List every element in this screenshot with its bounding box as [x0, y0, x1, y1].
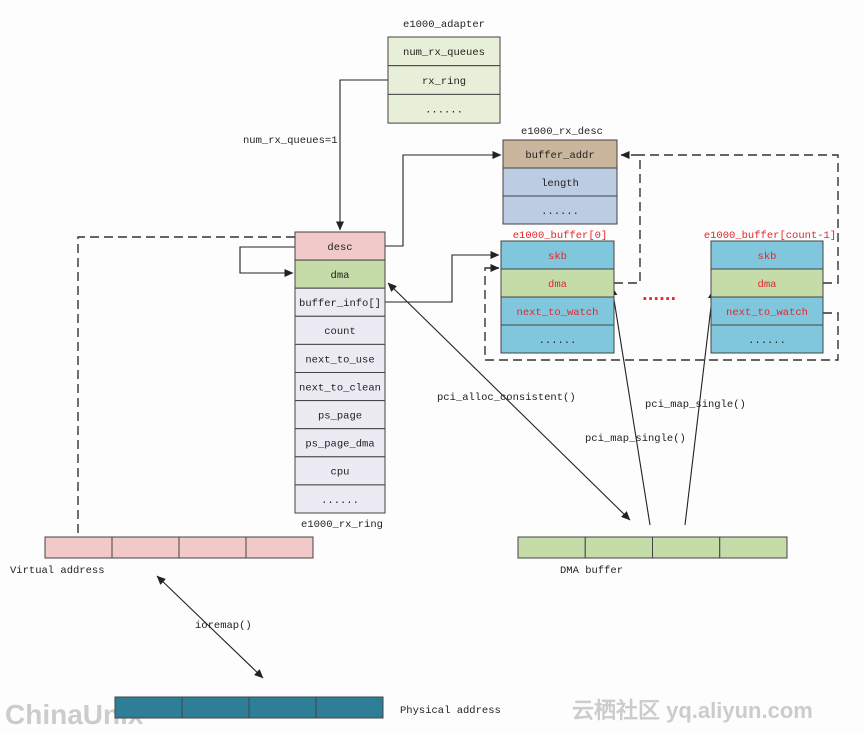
dashed-link-buffer0-dma-to-buffer-addr — [614, 150, 641, 284]
label-pci-map-single-first: pci_map_single() — [585, 433, 686, 445]
arrow-desc-to-buffer-addr — [385, 150, 502, 247]
e1000-rx-ring-row-count — [294, 315, 386, 345]
e1000-buffer-first-field-skb: skb — [548, 251, 567, 263]
e1000-rx-ring-field-dma: dma — [331, 270, 350, 282]
physical-address-bar-cell — [114, 696, 183, 719]
e1000-buffer-last-field-more: ...... — [748, 335, 786, 347]
e1000-rx-ring-row-cpu — [294, 456, 386, 486]
e1000-buffer-last-row-dma — [710, 268, 824, 298]
e1000-rx-ring-field-count: count — [324, 326, 356, 338]
e1000-rx-desc-row-buffer-addr — [502, 139, 618, 169]
e1000-buffer-first-row-more — [500, 324, 615, 354]
physical-address-bar-cell — [315, 696, 384, 719]
e1000-rx-ring-row-more — [294, 484, 386, 514]
arrow-rx-ring-to-desc — [335, 79, 388, 231]
virtual-address-bar-cell — [178, 536, 247, 559]
dma-buffer-bar-cell — [719, 536, 788, 559]
e1000-rx-ring: e1000_rx_ring desc dma buffer_info[]count ne… — [294, 231, 386, 531]
arrow-pci-map-single-first — [609, 286, 651, 526]
e1000-buffer-first-row-skb — [500, 240, 615, 270]
e1000-buffer-first-field-dma: dma — [548, 279, 567, 291]
e1000-rx-desc-title: e1000_rx_desc — [521, 126, 603, 138]
label-pci-alloc-consistent: pci_alloc_consistent() — [437, 392, 576, 404]
virtual-address-bar-label: Virtual address — [10, 565, 105, 577]
physical-address-bar-cell — [248, 696, 317, 719]
e1000-buffer-last-row-more — [710, 324, 824, 354]
dma-buffer-bar-cell — [517, 536, 586, 559]
e1000-adapter-row-rx-ring — [387, 65, 501, 95]
e1000-rx-desc: e1000_rx_desc buffer_addrlength...... — [502, 126, 618, 225]
e1000-buffer-first: e1000_buffer[0]skb dma next_to_watch...... — [500, 230, 615, 354]
virtual-address-bar-cell — [44, 536, 113, 559]
physical-address-bar-label: Physical address — [400, 705, 501, 717]
e1000-buffer-last-field-next-to-watch: next_to_watch — [726, 307, 808, 319]
arrow-ioremap — [156, 575, 264, 679]
e1000-buffer-last: e1000_buffer[count-1]skb dma next_to_watch… — [704, 230, 836, 354]
virtual-address-bar-cell — [245, 536, 314, 559]
e1000-rx-ring-row-ps-page-dma — [294, 428, 386, 458]
arrow-buffer-info-to-skb — [385, 250, 500, 303]
dashed-link-bufferlast-dma-to-buffer-addr — [640, 154, 839, 284]
e1000-buffer-last-field-dma: dma — [758, 279, 777, 291]
label-pci-map-single-last: pci_map_single() — [645, 399, 746, 411]
dashed-link-desc-to-virtual — [77, 236, 295, 537]
e1000-rx-ring-field-desc: desc — [327, 242, 352, 254]
e1000-buffer-first-field-next-to-watch: next_to_watch — [517, 307, 599, 319]
e1000-rx-ring-row-dma — [294, 259, 386, 289]
e1000-buffer-first-row-next-to-watch — [500, 296, 615, 326]
e1000-adapter: e1000_adapter num_rx_queues rx_ring...... — [387, 19, 501, 124]
e1000-adapter-row-num-rx-queues — [387, 36, 501, 67]
e1000-rx-ring-field-more: ...... — [321, 495, 359, 507]
ellipsis-between-buffers: ...... — [642, 286, 676, 304]
e1000-buffer-last-title: e1000_buffer[count-1] — [704, 230, 836, 242]
e1000-rx-ring-field-cpu: cpu — [331, 467, 350, 479]
physical-address-bar-cell — [181, 696, 250, 719]
e1000-rx-ring-field-ps-page: ps_page — [318, 410, 362, 422]
label-num-rx-queues: num_rx_queues=1 — [243, 135, 338, 147]
dma-buffer-bar-cell — [652, 536, 721, 559]
e1000-rx-ring-row-buffer-info — [294, 287, 386, 317]
dma-buffer-bar-cell — [584, 536, 653, 559]
e1000-adapter-row-more — [387, 93, 501, 124]
e1000-buffer-last-field-skb: skb — [758, 251, 777, 263]
e1000-rx-desc-field-more: ...... — [541, 206, 579, 218]
e1000-rx-desc-field-length: length — [541, 178, 579, 190]
e1000-rx-ring-field-ps-page-dma: ps_page_dma — [305, 439, 374, 451]
arrow-pci-alloc-consistent — [387, 282, 631, 521]
dashed-buffer-array-outline — [484, 263, 839, 361]
virtual-address-bar-cell — [111, 536, 180, 559]
e1000-rx-ring-field-buffer-info: buffer_info[] — [299, 298, 381, 310]
e1000-buffer-first-title: e1000_buffer[0] — [513, 230, 608, 242]
e1000-rx-desc-field-buffer-addr: buffer_addr — [525, 150, 594, 162]
e1000-rx-desc-row-more — [502, 195, 618, 225]
e1000-rx-ring-field-next-to-clean: next_to_clean — [299, 382, 381, 394]
e1000-buffer-last-row-skb — [710, 240, 824, 270]
virtual-address-bar: Virtual address — [10, 536, 314, 577]
e1000-rx-ring-row-next-to-clean — [294, 372, 386, 402]
e1000-rx-ring-field-next-to-use: next_to_use — [305, 354, 374, 366]
e1000-adapter-field-num-rx-queues: num_rx_queues — [403, 47, 485, 59]
struct-boxes: e1000_adapternum_rx_queuesrx_ring......e… — [294, 19, 836, 531]
arrow-pci-map-single-last — [684, 289, 717, 526]
label-ioremap: ioremap() — [195, 620, 252, 632]
e1000-adapter-field-more: ...... — [425, 105, 463, 117]
physical-address-bar: Physical address — [114, 696, 501, 719]
e1000-buffer-first-row-dma — [500, 268, 615, 298]
watermark-aliyun: 云栖社区 yq.aliyun.com — [572, 698, 813, 723]
arrow-desc-to-dma-loop — [239, 246, 295, 278]
dma-buffer-bar: DMA buffer — [517, 536, 788, 577]
e1000-adapter-title: e1000_adapter — [403, 19, 485, 31]
e1000-adapter-field-rx-ring: rx_ring — [422, 76, 466, 88]
e1000-rx-ring-title: e1000_rx_ring — [301, 519, 383, 531]
e1000-buffer-first-field-more: ...... — [539, 335, 577, 347]
dma-buffer-bar-label: DMA buffer — [560, 565, 623, 577]
